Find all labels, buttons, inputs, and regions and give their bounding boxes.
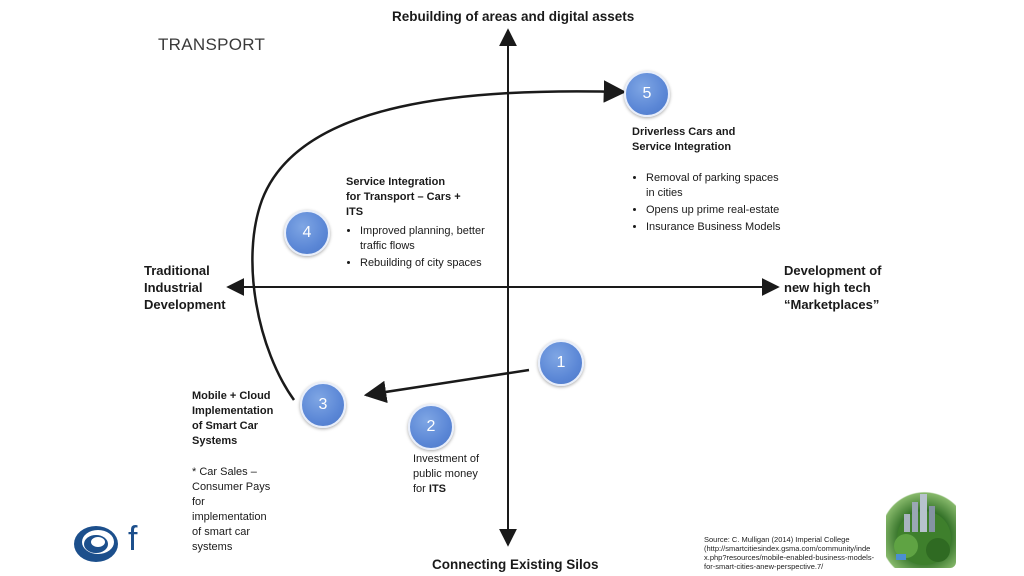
- axis-label-bottom: Connecting Existing Silos: [432, 557, 599, 572]
- source-line: x.php?resources/mobile-enabled-business-…: [704, 553, 875, 562]
- source-line: (http://smartcitiesindex.gsma.com/commun…: [704, 544, 871, 553]
- step2-line: public money: [413, 468, 478, 480]
- axis-label-left-line: Development: [144, 297, 226, 312]
- axis-label-right-line: “Marketplaces”: [784, 297, 880, 312]
- step4-bullet: Rebuilding of city spaces: [360, 256, 486, 271]
- step4-text-block: Service Integration for Transport – Cars…: [346, 175, 486, 273]
- source-line: Source: C. Mulligan (2014) Imperial Coll…: [704, 535, 850, 544]
- axis-label-right-line: Development of: [784, 263, 882, 278]
- source-line: for-smart-cities-anew-perspective.7/: [704, 562, 824, 571]
- step2-line: for ITS: [413, 482, 503, 497]
- step3-note-line: of smart car: [192, 526, 251, 538]
- step5-heading-line: Service Integration: [632, 141, 732, 153]
- step2-prefix: for: [413, 483, 429, 495]
- step5-bullet: Opens up prime real-estate: [646, 203, 782, 218]
- step3-note-line: implementation: [192, 511, 267, 523]
- step-circle-4: 4: [284, 210, 330, 256]
- step4-heading-line: ITS: [346, 206, 364, 218]
- step4-bullet: Improved planning, better traffic flows: [360, 224, 486, 254]
- axis-label-right-line: new high tech: [784, 280, 871, 295]
- axis-label-left: Traditional Industrial Development: [144, 262, 226, 313]
- step3-heading-line: of Smart Car: [192, 420, 259, 432]
- step3-note-line: systems: [192, 541, 233, 553]
- step4-heading-line: Service Integration: [346, 176, 446, 188]
- axis-label-right: Development of new high tech “Marketplac…: [784, 262, 882, 313]
- step3-note: * Car Sales – Consumer Pays for implemen…: [192, 465, 292, 555]
- step2-emphasis: ITS: [428, 483, 447, 495]
- page-title: TRANSPORT: [158, 35, 266, 54]
- step2-line: Investment of: [413, 453, 480, 465]
- step-circle-1: 1: [538, 340, 584, 386]
- arrow-1-to-3: [363, 368, 530, 404]
- step5-text-block: Driverless Cars and Service Integration …: [632, 125, 782, 237]
- step3-heading-line: Systems: [192, 435, 238, 447]
- step4-heading-line: for Transport – Cars +: [346, 191, 461, 203]
- city-buildings-icon: [894, 494, 951, 565]
- step2-text-block: Investment of public money for ITS: [413, 452, 503, 497]
- step-circle-2: 2: [408, 404, 454, 450]
- step3-text-block: Mobile + Cloud Implementation of Smart C…: [192, 389, 292, 555]
- axis-label-left-line: Traditional: [144, 263, 210, 278]
- axis-label-left-line: Industrial: [144, 280, 203, 295]
- step-circle-5: 5: [624, 71, 670, 117]
- axis-label-top: Rebuilding of areas and digital assets: [392, 9, 635, 24]
- step4-heading: Service Integration for Transport – Cars…: [346, 175, 486, 220]
- step3-heading-line: Mobile + Cloud: [192, 390, 271, 402]
- step3-note-line: for: [192, 496, 205, 508]
- step3-note-line: Consumer Pays: [192, 481, 271, 493]
- step-circle-3: 3: [300, 382, 346, 428]
- step5-heading: Driverless Cars and Service Integration: [632, 125, 782, 155]
- logo-letter: f: [128, 520, 138, 558]
- swirl-logo-icon: [74, 526, 118, 562]
- step4-bullets: Improved planning, better traffic flows …: [346, 224, 486, 271]
- step3-heading-line: Implementation: [192, 405, 274, 417]
- step3-heading: Mobile + Cloud Implementation of Smart C…: [192, 389, 292, 449]
- step5-bullet: Insurance Business Models: [646, 220, 782, 235]
- logo: [72, 520, 126, 564]
- step3-note-line: * Car Sales –: [192, 466, 257, 478]
- curve-3-to-5: [251, 80, 627, 401]
- step5-bullet: Removal of parking spaces in cities: [646, 171, 782, 201]
- step5-bullets: Removal of parking spaces in cities Open…: [632, 171, 782, 235]
- source-citation: Source: C. Mulligan (2014) Imperial Coll…: [704, 535, 894, 571]
- step5-heading-line: Driverless Cars and: [632, 126, 736, 138]
- smart-city-image: [886, 488, 956, 568]
